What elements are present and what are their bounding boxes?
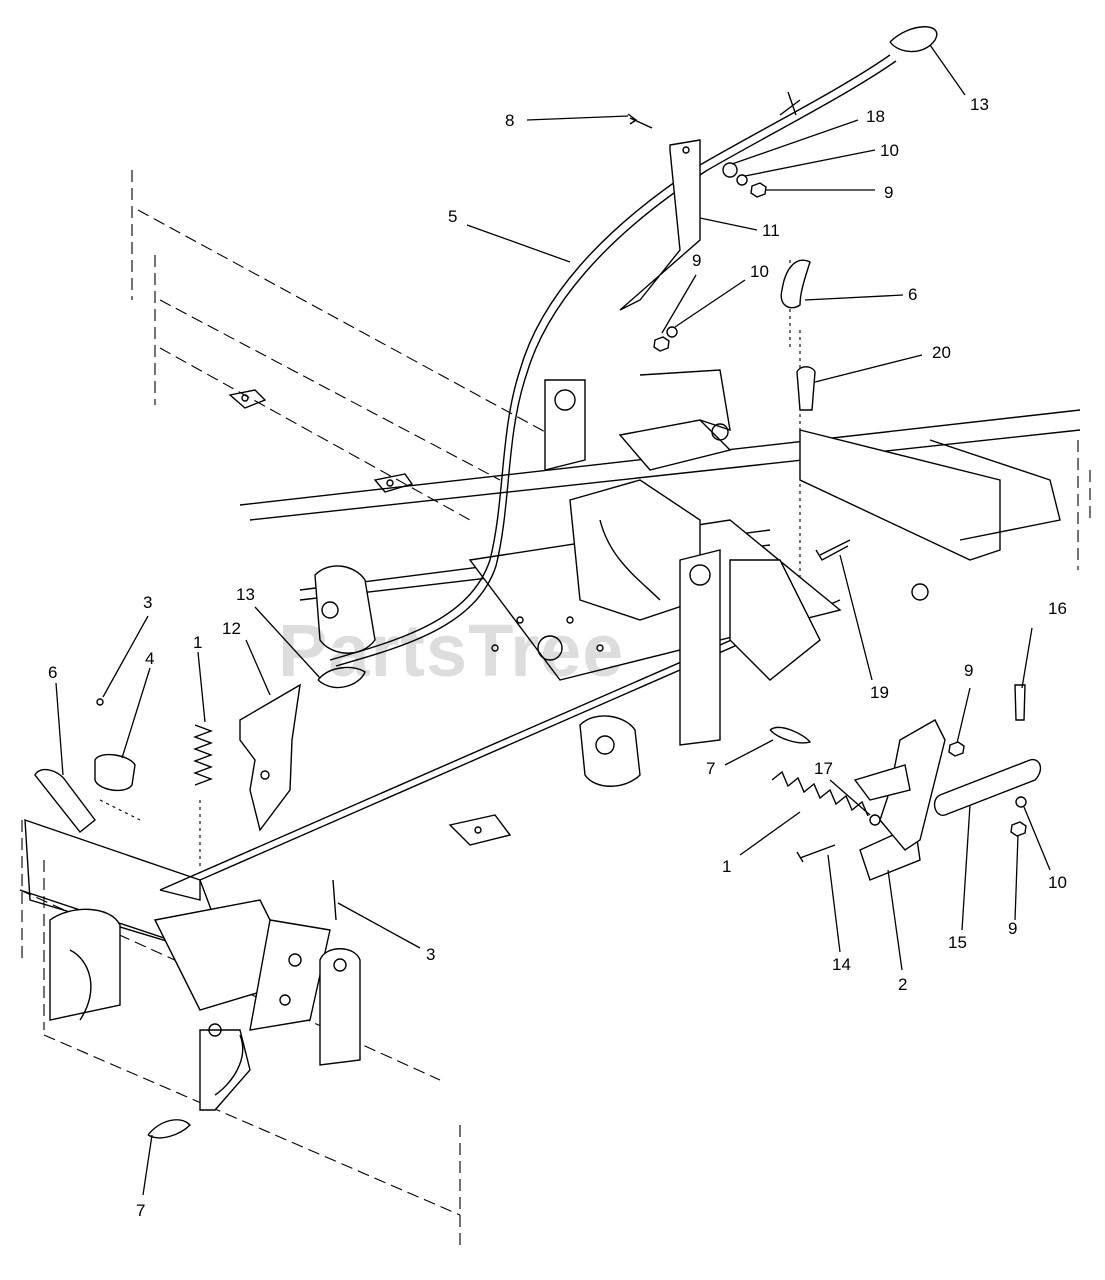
callout-19: 19 [870,683,889,702]
callout-2: 2 [898,975,907,994]
pin-3-lower [332,879,337,921]
callout-6-top: 6 [908,285,917,304]
callout-20: 20 [932,343,951,362]
phantom-frame-lines [19,170,1091,1250]
mower-frame [19,369,1081,1111]
washer-18 [722,162,738,178]
leader-lines [55,44,1051,1196]
callout-9-top: 9 [884,183,893,202]
shaft-15 [933,758,1042,816]
callout-16: 16 [1048,599,1067,618]
callout-13-top: 13 [970,95,989,114]
callout-9-bottom: 9 [1008,919,1017,938]
callout-1-right: 1 [722,857,731,876]
callout-9-right: 9 [964,661,973,680]
cable-bracket [619,139,701,311]
callout-10-mid: 10 [750,262,769,281]
callout-17: 17 [814,759,833,778]
knob-6-lower [34,768,96,833]
bolt-16 [1014,684,1026,721]
callout-5: 5 [448,207,457,226]
bolt-19 [815,539,851,561]
callout-10-top: 10 [880,141,899,160]
callout-9-mid: 9 [692,251,701,270]
callout-3-top: 3 [143,593,152,612]
callout-12: 12 [222,619,241,638]
nut-9 [750,182,767,198]
latch-12 [239,683,301,832]
knob-6 [780,259,811,309]
callout-15: 15 [948,933,967,952]
cable-part [329,54,891,661]
pull-loop-top [889,26,938,53]
hairpin-7-right [769,726,812,744]
parts [34,26,1042,1139]
pin-20 [796,366,816,411]
spring-right [771,770,869,817]
hairpin-7-lower [147,1119,191,1139]
bolt-14 [796,844,836,863]
callout-18: 18 [866,107,885,126]
callout-labels: 13 8 18 10 9 11 5 9 10 6 20 19 16 9 3 4 … [48,95,1067,1220]
nut-17 [869,814,881,826]
watermark-logo: PartsTree [278,609,624,692]
bushing-4 [94,753,136,792]
pin-3-top [96,698,104,706]
callout-10-right: 10 [1048,873,1067,892]
callout-13-left: 13 [236,585,255,604]
callout-7-right: 7 [706,759,715,778]
pull-loop-lower [317,666,366,689]
spring-left [193,724,213,786]
callout-4: 4 [145,649,154,668]
callout-1-left: 1 [193,633,202,652]
callout-3-lower: 3 [426,945,435,964]
callout-7-lower: 7 [136,1201,145,1220]
bolt-8 [627,113,653,129]
lockwasher-10 [736,174,748,186]
callout-6-left: 6 [48,663,57,682]
callout-11: 11 [762,221,780,240]
callout-14: 14 [832,955,851,974]
callout-8: 8 [505,111,514,130]
